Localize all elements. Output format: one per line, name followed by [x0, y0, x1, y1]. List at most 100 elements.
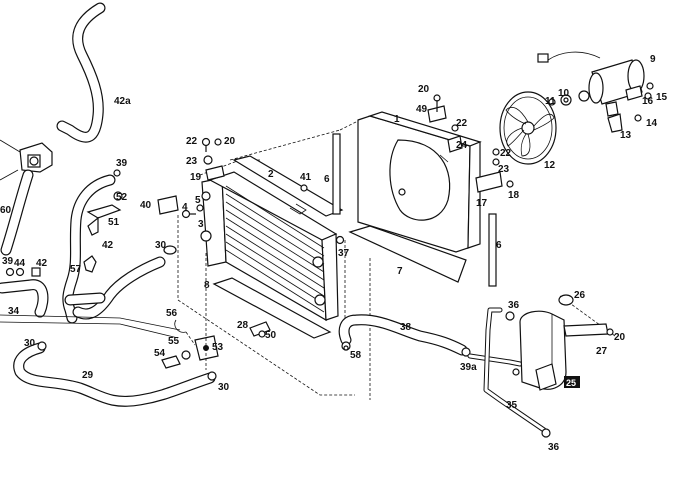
bracket-24 — [447, 124, 463, 153]
label-20-left: 20 — [224, 136, 236, 147]
label-29: 29 — [82, 370, 94, 381]
label-6-right: 6 — [496, 240, 502, 251]
label-8: 8 — [204, 280, 210, 291]
label-49: 49 — [416, 104, 428, 115]
bracket-51 — [86, 169, 123, 236]
label-41: 41 — [300, 172, 312, 183]
rod-6-left — [332, 133, 341, 215]
label-4: 4 — [182, 202, 188, 213]
label-36-bottom: 36 — [548, 442, 560, 453]
label-38: 38 — [400, 322, 412, 333]
bracket-49 — [427, 94, 447, 123]
label-11: 11 — [545, 96, 556, 107]
label-30-mid: 30 — [155, 240, 167, 251]
label-57: 57 — [70, 264, 82, 275]
clamp-30-mid — [163, 245, 177, 255]
label-13: 13 — [620, 130, 632, 141]
bracket-40 — [157, 195, 204, 219]
label-17: 17 — [476, 198, 488, 209]
part-labels: 42a 60 39 52 51 40 4 5 3 42 30 57 39 44 … — [0, 54, 668, 453]
label-22-mid: 22 — [456, 118, 468, 129]
label-40: 40 — [140, 200, 152, 211]
label-22-left: 22 — [186, 136, 198, 147]
radiator — [200, 171, 339, 322]
label-44: 44 — [14, 258, 26, 269]
label-5: 5 — [195, 195, 201, 206]
clamp-58 — [343, 345, 349, 351]
reference-box-25: 25 — [564, 376, 580, 388]
bolt-41 — [300, 184, 308, 192]
label-6-left: 6 — [324, 174, 330, 185]
fan-12 — [499, 91, 557, 165]
label-42-left: 42 — [36, 258, 48, 269]
reference-box-label: 25 — [566, 378, 576, 388]
fan-shroud — [357, 111, 482, 253]
label-16: 16 — [642, 96, 654, 107]
fitting-37 — [335, 235, 345, 245]
label-55: 55 — [168, 336, 180, 347]
label-37: 37 — [338, 248, 350, 259]
label-60: 60 — [0, 205, 12, 216]
label-22-right: 22 — [500, 148, 512, 159]
label-52: 52 — [116, 192, 128, 203]
hose-29 — [13, 341, 217, 407]
label-42: 42 — [102, 240, 114, 251]
label-28: 28 — [237, 320, 249, 331]
strip-7 — [348, 225, 467, 283]
label-26: 26 — [574, 290, 586, 301]
label-39a: 39a — [460, 362, 477, 373]
label-35: 35 — [506, 400, 518, 411]
label-23-right: 23 — [498, 164, 510, 175]
label-50: 50 — [265, 330, 277, 341]
label-42a: 42a — [114, 96, 131, 107]
bracket-27 — [558, 294, 614, 337]
motor-9 — [537, 51, 645, 117]
hose-42a — [56, 2, 106, 143]
label-1: 1 — [394, 114, 400, 125]
rod-6-right — [488, 213, 497, 287]
bracket-17 — [475, 148, 514, 193]
valve-housing — [0, 139, 53, 181]
label-20-top: 20 — [418, 84, 430, 95]
label-20-right: 20 — [614, 332, 626, 343]
label-19: 19 — [190, 172, 202, 183]
hose-60 — [0, 169, 34, 256]
label-18: 18 — [508, 190, 520, 201]
label-27: 27 — [596, 346, 608, 357]
label-15: 15 — [656, 92, 668, 103]
sensor-28 — [249, 321, 271, 338]
label-53: 53 — [212, 342, 224, 353]
clip-57 — [83, 255, 97, 273]
hose-lower-center — [64, 256, 166, 320]
label-58: 58 — [350, 350, 362, 361]
label-23-left: 23 — [186, 156, 198, 167]
label-2: 2 — [268, 169, 274, 180]
brackets-13-16 — [607, 82, 654, 133]
label-54: 54 — [154, 348, 166, 359]
hose-42-left — [0, 267, 49, 318]
label-56: 56 — [166, 308, 178, 319]
hose-34 — [0, 314, 181, 339]
fasteners-19-23 — [201, 137, 225, 181]
label-30-bottom: 30 — [218, 382, 230, 393]
label-3: 3 — [198, 219, 204, 230]
label-39-left: 39 — [2, 256, 14, 267]
label-7: 7 — [397, 266, 403, 277]
label-36-top: 36 — [508, 300, 520, 311]
label-24: 24 — [456, 140, 468, 151]
label-9: 9 — [650, 54, 656, 65]
label-34: 34 — [8, 306, 20, 317]
fasteners-10-11 — [548, 94, 572, 106]
label-30-left: 30 — [24, 338, 36, 349]
expansion-tank — [512, 310, 567, 391]
label-12: 12 — [544, 160, 556, 171]
seal-strip-8 — [212, 277, 332, 339]
label-10: 10 — [558, 88, 570, 99]
pipe-35 — [467, 307, 551, 438]
thermo-switch-group — [161, 319, 219, 369]
label-39-top: 39 — [116, 158, 128, 169]
label-51: 51 — [108, 217, 120, 228]
label-14: 14 — [646, 118, 658, 129]
seal-strip-2 — [232, 155, 344, 217]
